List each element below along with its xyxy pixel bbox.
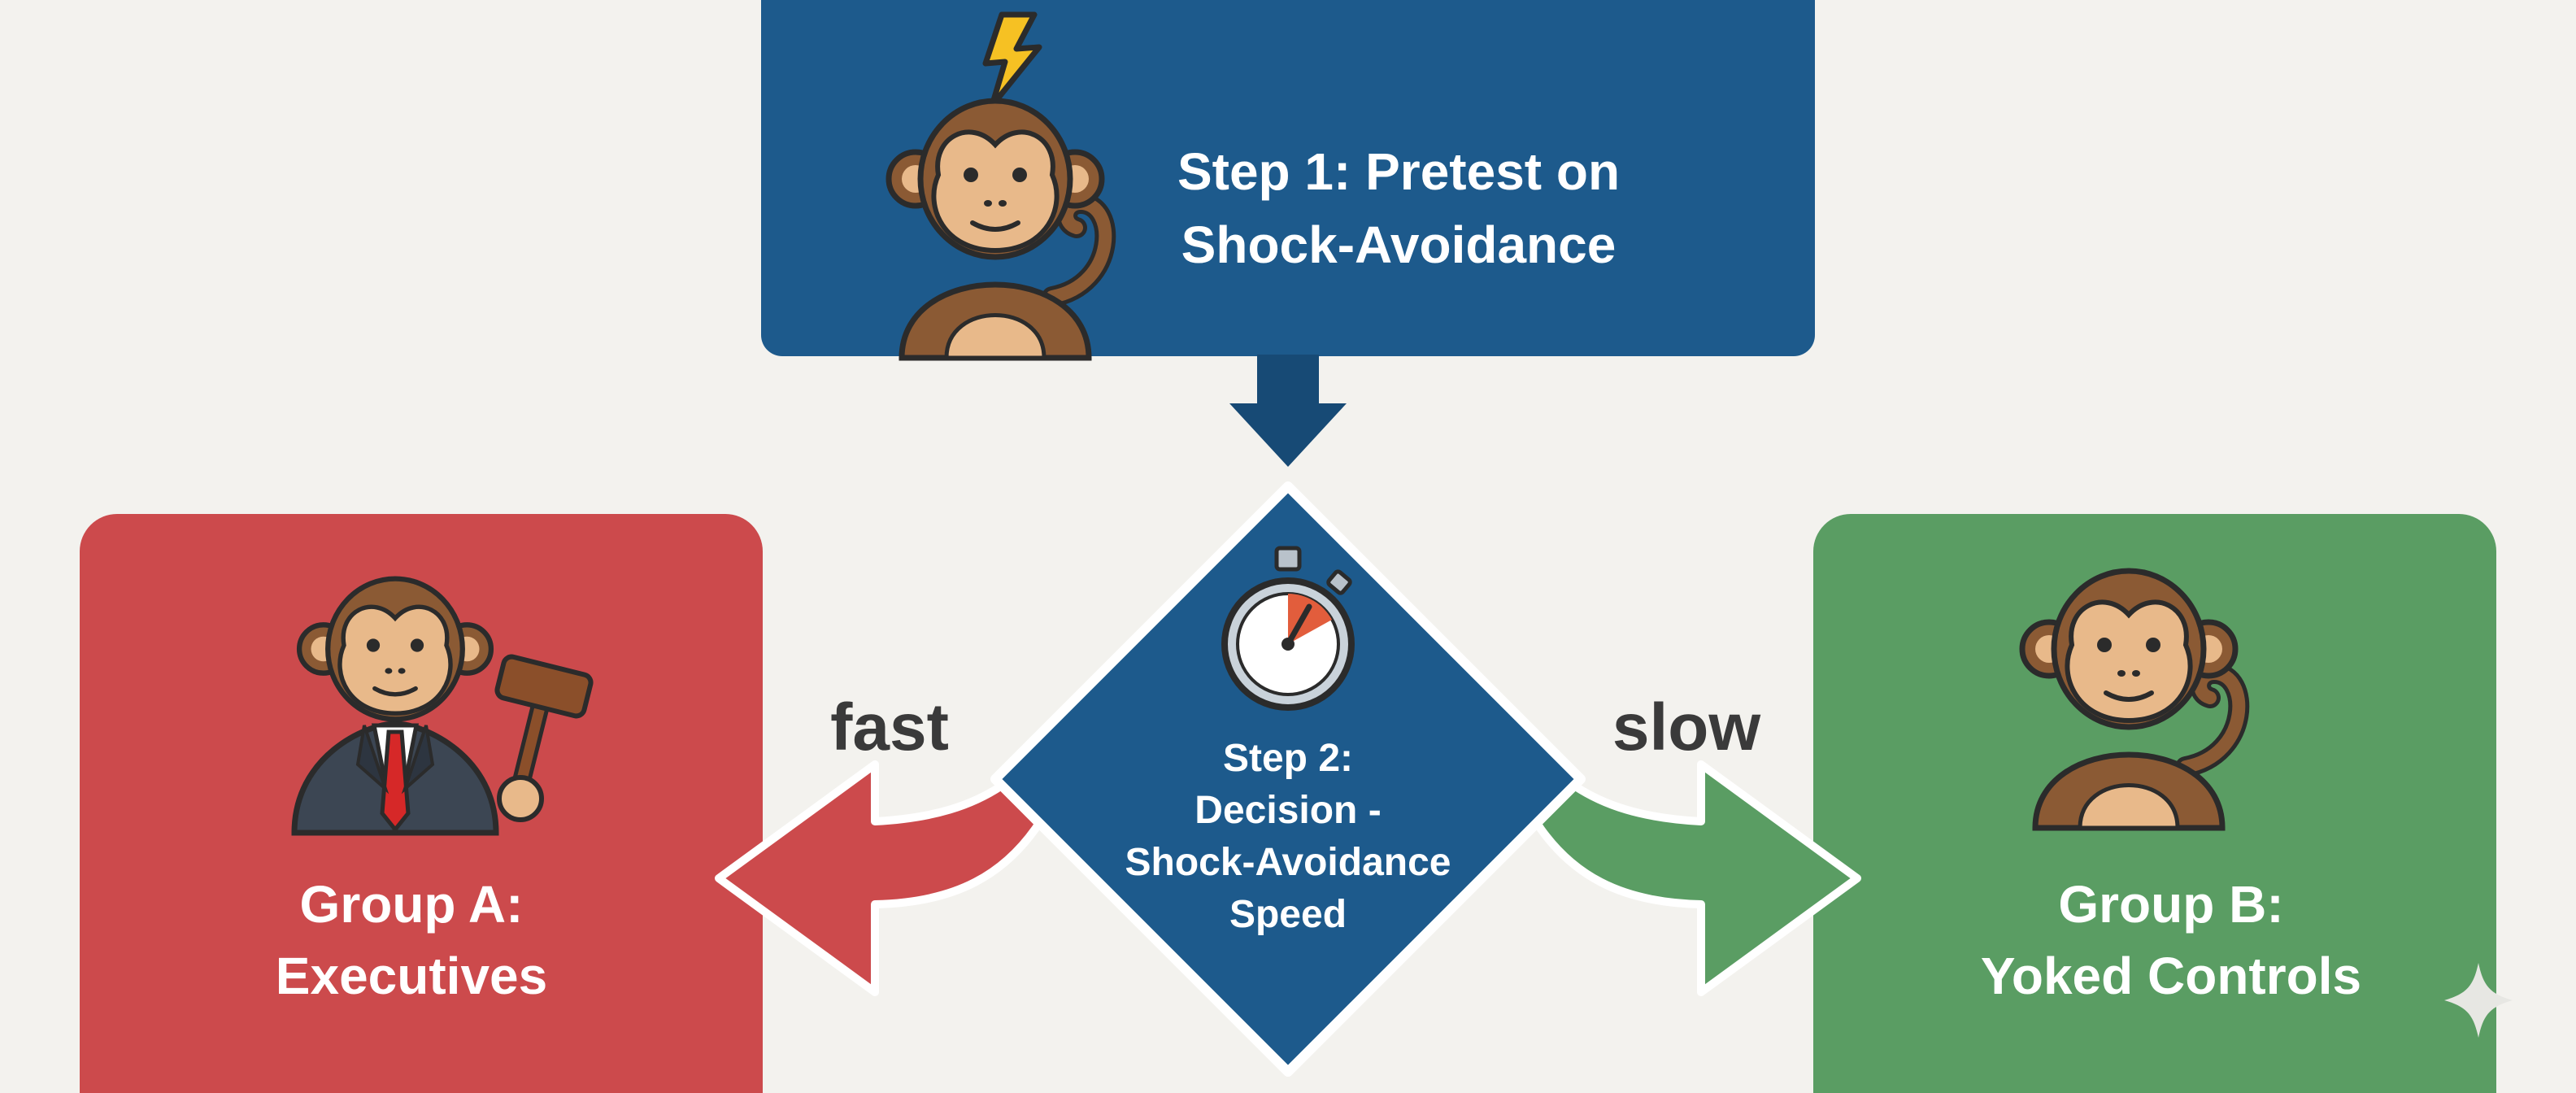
- step2-title-line3: Shock-Avoidance: [1125, 841, 1451, 884]
- group-b-title-line1: Group B:: [2058, 875, 2283, 934]
- step2-diamond-bg: [990, 481, 1586, 1077]
- step2-diamond: Step 2: Decision - Shock-Avoidance Speed: [990, 481, 1586, 1077]
- step1-title-line1: Step 1: Pretest on: [1177, 142, 1620, 201]
- slow-arrow: [1525, 760, 1861, 996]
- step2-title-line1: Step 2:: [1223, 737, 1353, 780]
- step1-title-line2: Shock-Avoidance: [1181, 216, 1617, 274]
- step2-title-line4: Speed: [1229, 893, 1347, 936]
- sparkle-icon: [2444, 963, 2513, 1038]
- step2-title-line2: Decision -: [1194, 789, 1381, 832]
- gavel-icon: [494, 654, 594, 822]
- fast-label: fast: [830, 690, 949, 764]
- slow-label: slow: [1612, 690, 1760, 764]
- group-b-title-line2: Yoked Controls: [1981, 947, 2361, 1005]
- fast-arrow: [715, 760, 1051, 996]
- group-b-box: Group B: Yoked Controls: [1813, 514, 2496, 1093]
- down-arrow: [1229, 355, 1347, 467]
- executive-monkey-icon: [291, 576, 499, 836]
- lightning-icon: [982, 11, 1042, 109]
- step1-box: Step 1: Pretest on Shock-Avoidance: [761, 0, 1815, 358]
- step1-box-bg: [761, 0, 1815, 356]
- stopwatch-icon: [1221, 546, 1355, 711]
- group-a-title-line1: Group A:: [300, 875, 524, 934]
- group-a-title-line2: Executives: [276, 947, 547, 1005]
- group-a-box: Group A: Executives: [80, 514, 763, 1093]
